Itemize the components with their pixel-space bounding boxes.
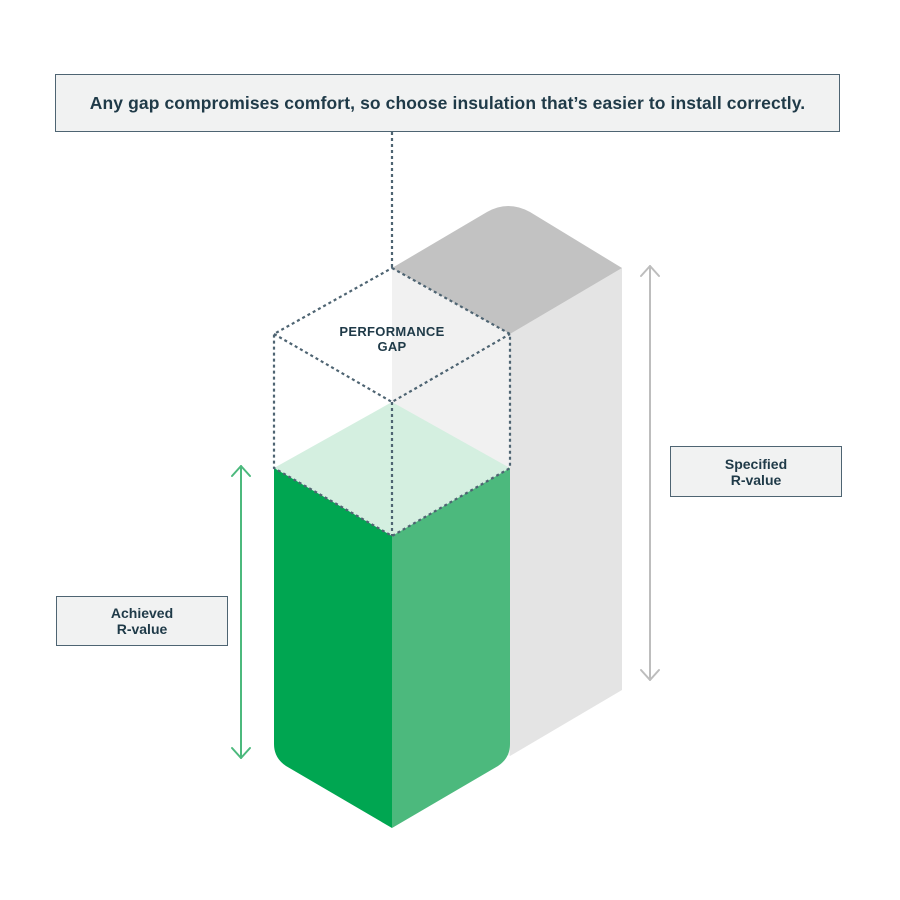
achieved-column-right-face: [392, 468, 510, 828]
specified-r-value-label: Specified R-value: [670, 446, 842, 497]
performance-gap-outline: [272, 132, 512, 538]
achieved-arrow: [231, 465, 251, 759]
performance-gap-label-line1: PERFORMANCE: [339, 324, 445, 339]
headline-text: Any gap compromises comfort, so choose i…: [89, 92, 806, 113]
achieved-label-line2: R-value: [116, 621, 168, 637]
specified-arrow: [640, 265, 660, 681]
gap-inner-edges: [273, 333, 511, 536]
achieved-column-left-face: [274, 468, 392, 828]
performance-gap-label-line2: GAP: [377, 339, 407, 354]
specified-column-right-face: [510, 268, 622, 756]
achieved-r-value-label: Achieved R-value: [56, 596, 228, 646]
specified-label-line2: R-value: [730, 471, 782, 488]
headline-callout: Any gap compromises comfort, so choose i…: [55, 74, 840, 132]
performance-gap-label: PERFORMANCE GAP: [312, 324, 472, 354]
specified-label-line1: Specified: [724, 455, 788, 472]
specified-column-top-face: [392, 206, 622, 334]
achieved-label-line1: Achieved: [110, 605, 174, 621]
achieved-column: [274, 402, 510, 828]
